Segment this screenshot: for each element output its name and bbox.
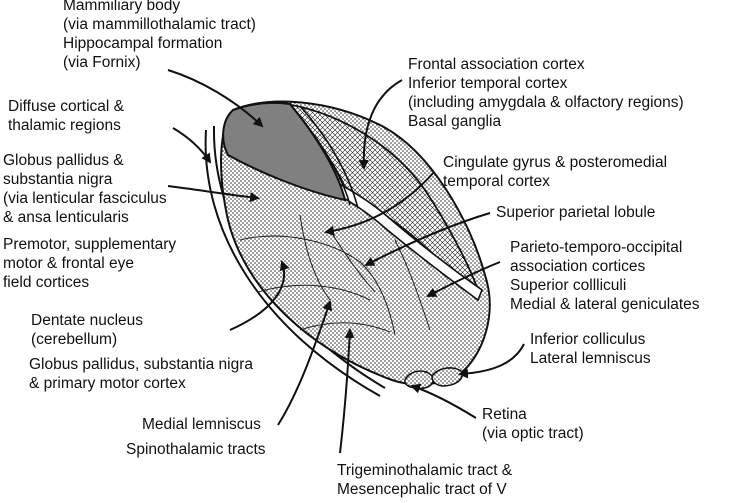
arrow-mammillary bbox=[167, 69, 264, 128]
label-globus-nigra: Globus pallidus & substantia nigra (via … bbox=[3, 151, 167, 227]
label-line: Inferior colliculus bbox=[530, 331, 646, 348]
label-line: (including amygdala & olfactory regions) bbox=[408, 94, 684, 111]
label-line: Globus pallidus & bbox=[3, 152, 124, 169]
label-line: temporal cortex bbox=[443, 173, 550, 190]
label-line: Parieto-temporo-occipital bbox=[510, 239, 683, 256]
label-frontal: Frontal association cortex Inferior temp… bbox=[408, 55, 684, 131]
arrow-cingulate bbox=[324, 171, 435, 236]
label-retina: Retina (via optic tract) bbox=[482, 405, 584, 443]
label-line: Premotor, supplementary bbox=[3, 236, 177, 253]
label-line: Mammiliary body bbox=[63, 0, 181, 14]
label-diffuse: Diffuse cortical & thalamic regions bbox=[8, 97, 124, 135]
label-premotor: Premotor, supplementary motor & frontal … bbox=[3, 235, 176, 292]
subdivision-line bbox=[239, 235, 396, 336]
arrow-globus-nigra bbox=[167, 185, 260, 203]
label-line: Superior parietal lobule bbox=[496, 204, 656, 221]
label-line: (cerebellum) bbox=[31, 331, 118, 348]
geniculate-bump bbox=[431, 367, 463, 387]
arrow-dentate bbox=[229, 260, 290, 331]
label-line: Inferior temporal cortex bbox=[408, 75, 568, 92]
label-line: Retina bbox=[482, 406, 527, 423]
label-dentate: Dentate nucleus (cerebellum) bbox=[31, 311, 143, 349]
label-line: Medial lemniscus bbox=[142, 416, 261, 433]
arrow-retina bbox=[410, 383, 477, 419]
label-line: Frontal association cortex bbox=[408, 56, 585, 73]
subdivision-line bbox=[299, 214, 331, 301]
label-parieto: Parieto-temporo-occipital association co… bbox=[510, 238, 700, 314]
label-line: Globus pallidus, substantia nigra bbox=[29, 356, 254, 373]
label-line: Cingulate gyrus & posteromedial bbox=[443, 154, 668, 171]
arrow-medial-lemniscus bbox=[277, 300, 333, 426]
arrow-parieto bbox=[426, 261, 501, 297]
arrow-colliculus bbox=[458, 343, 525, 379]
label-line: field cortices bbox=[3, 274, 90, 291]
label-line: (via Fornix) bbox=[63, 54, 141, 71]
arrow-parietal bbox=[364, 212, 491, 266]
subdivision-line bbox=[257, 284, 371, 301]
label-medial-lemniscus: Medial lemniscus bbox=[142, 415, 261, 434]
label-line: Dentate nucleus bbox=[31, 312, 144, 329]
label-line: (via lenticular fasciculus bbox=[3, 190, 167, 207]
label-line: Spinothalamic tracts bbox=[126, 441, 266, 458]
label-spinothalamic: Spinothalamic tracts bbox=[126, 440, 266, 459]
subdivision-line bbox=[329, 229, 376, 293]
label-trigeminal: Trigeminothalamic tract & Mesencephalic … bbox=[337, 461, 512, 499]
label-line: thalamic regions bbox=[8, 117, 121, 134]
label-parietal: Superior parietal lobule bbox=[496, 203, 655, 222]
label-line: Trigeminothalamic tract & bbox=[337, 462, 513, 479]
label-globus-motor: Globus pallidus, substantia nigra & prim… bbox=[29, 355, 253, 393]
subdivision-line bbox=[299, 322, 391, 333]
label-colliculus: Inferior colliculus Lateral lemniscus bbox=[530, 330, 651, 368]
label-line: (via mammillothalamic tract) bbox=[63, 16, 256, 33]
lamina-split bbox=[299, 105, 359, 209]
label-cingulate: Cingulate gyrus & posteromedial temporal… bbox=[443, 153, 667, 191]
label-line: & primary motor cortex bbox=[29, 375, 186, 392]
label-line: Hippocampal formation bbox=[63, 35, 223, 52]
arrow-trigeminal bbox=[339, 328, 355, 454]
label-mammillary: Mammiliary body (via mammillothalamic tr… bbox=[63, 0, 256, 72]
label-line: Medial & lateral geniculates bbox=[510, 296, 700, 313]
label-line: motor & frontal eye bbox=[3, 255, 134, 272]
arrow-diffuse bbox=[172, 127, 212, 164]
label-line: (via optic tract) bbox=[482, 425, 584, 442]
outer-lamina-line bbox=[204, 129, 381, 397]
label-line: Lateral lemniscus bbox=[530, 350, 651, 367]
label-line: substantia nigra bbox=[3, 171, 113, 188]
label-line: association cortices bbox=[510, 258, 646, 275]
label-line: Diffuse cortical & bbox=[8, 98, 125, 115]
label-line: & ansa lenticularis bbox=[3, 209, 129, 226]
label-line: Basal ganglia bbox=[408, 113, 502, 130]
arrow-frontal bbox=[358, 79, 403, 170]
label-line: Superior collliculi bbox=[510, 277, 627, 294]
label-line: Mesencephalic tract of V bbox=[337, 481, 507, 498]
